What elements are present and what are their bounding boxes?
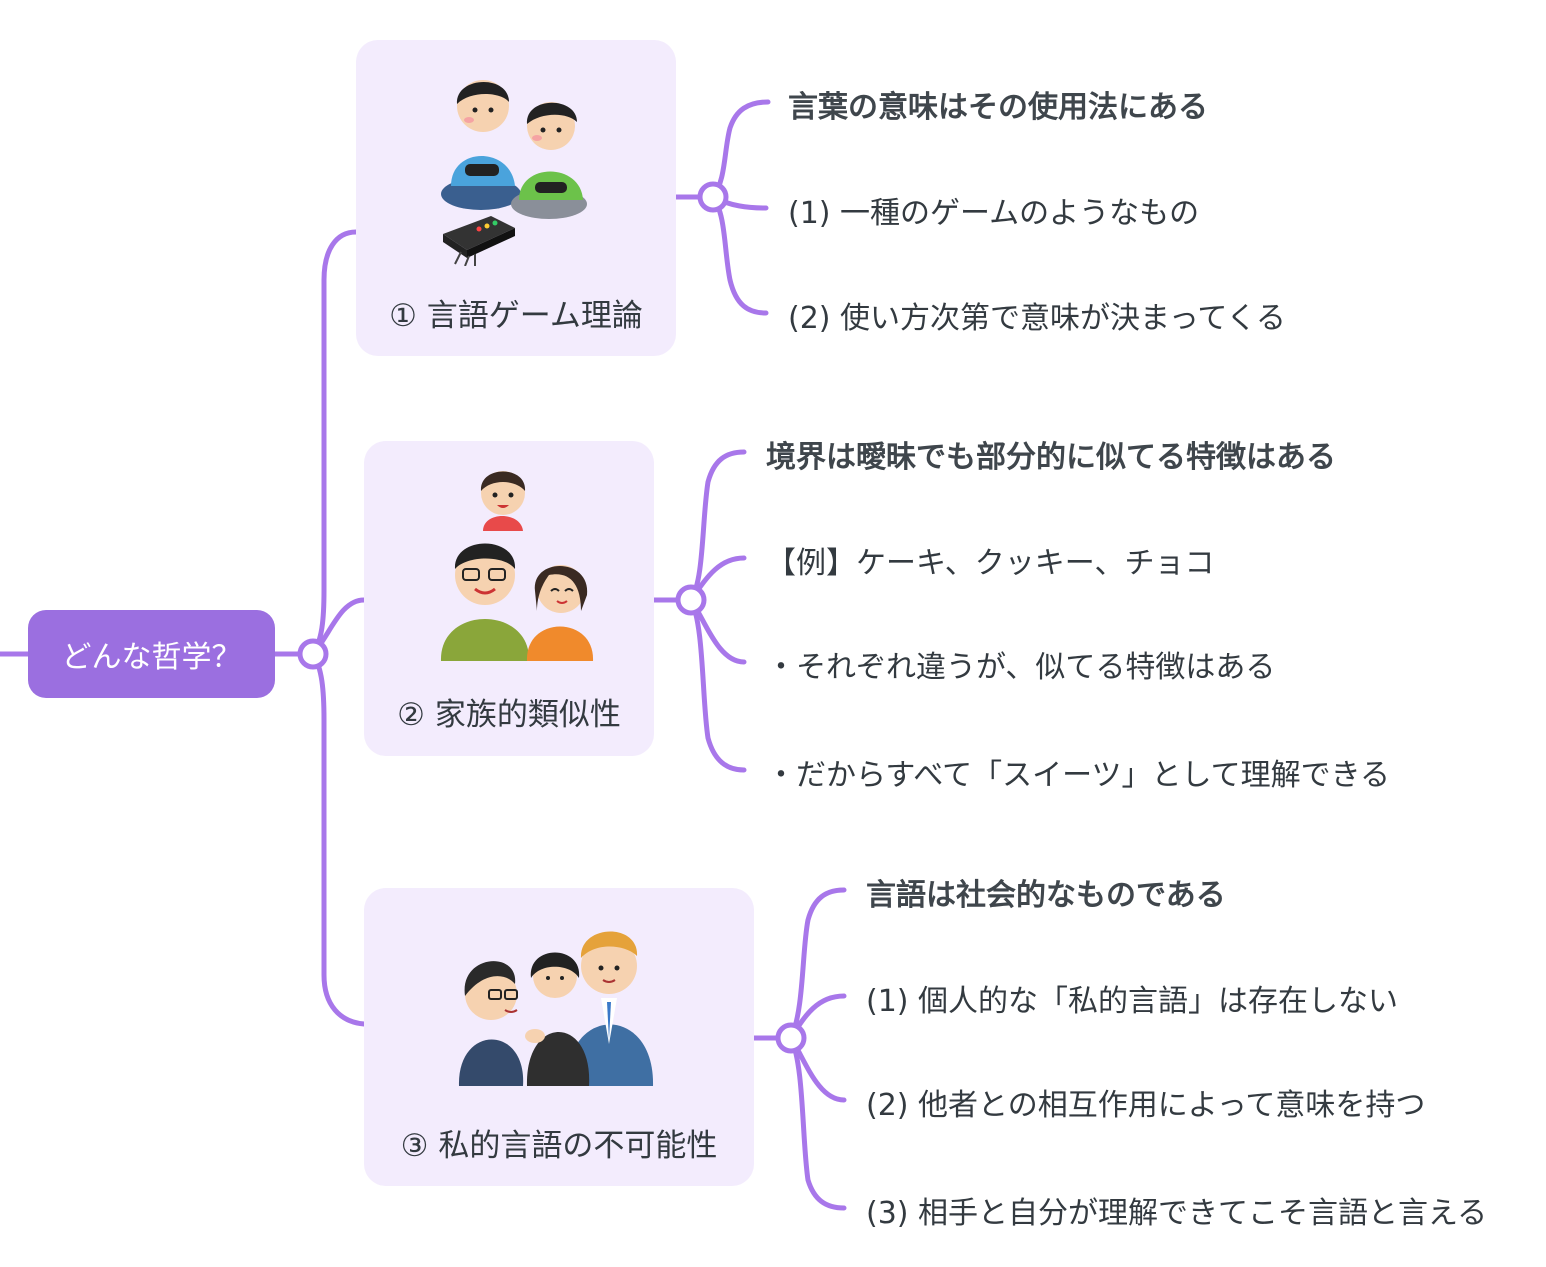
topic2-junction-node (675, 584, 707, 616)
topic-card-family-resemblance[interactable]: ② 家族的類似性 (364, 441, 654, 756)
topic3-leaf-heading[interactable]: 言語は社会的なものである (866, 878, 1226, 913)
topic-title: ③ 私的言語の不可能性 (400, 1128, 718, 1164)
topic3-leaf-2[interactable]: (2) 他者との相互作用によって意味を持つ (866, 1088, 1426, 1123)
root-label: どんな哲学？ (61, 640, 242, 675)
topic2-leaf-3[interactable]: ・だからすべて「スイーツ」として理解できる (766, 758, 1390, 793)
topic-card-private-language[interactable]: ③ 私的言語の不可能性 (364, 888, 754, 1186)
topic-title: ① 言語ゲーム理論 (389, 298, 643, 334)
video-game-children-illustration (441, 80, 587, 266)
topic3-leaf-3[interactable]: (3) 相手と自分が理解できてこそ言語と言える (866, 1196, 1488, 1231)
topic2-leaf-heading[interactable]: 境界は曖昧でも部分的に似てる特徴はある (766, 440, 1336, 475)
people-talking-illustration (458, 931, 654, 1086)
topic-title: ② 家族的類似性 (397, 697, 621, 733)
family-illustration (440, 471, 594, 661)
topic2-leaf-1[interactable]: 【例】ケーキ、クッキー、チョコ (766, 546, 1215, 581)
root-junction-node (297, 638, 329, 670)
topic-card-language-game[interactable]: ① 言語ゲーム理論 (356, 40, 676, 356)
topic1-leaf-heading[interactable]: 言葉の意味はその使用法にある (788, 90, 1208, 125)
topic1-leaf-2[interactable]: (2) 使い方次第で意味が決まってくる (788, 301, 1286, 336)
topic3-leaf-1[interactable]: (1) 個人的な「私的言語」は存在しない (866, 984, 1399, 1019)
topic3-junction-node (775, 1022, 807, 1054)
topic1-leaf-1[interactable]: (1) 一種のゲームのようなもの (788, 196, 1200, 231)
topic1-junction-node (697, 181, 729, 213)
root-node[interactable]: どんな哲学？ (28, 610, 275, 698)
topic2-leaf-2[interactable]: ・それぞれ違うが、似てる特徴はある (766, 650, 1276, 685)
